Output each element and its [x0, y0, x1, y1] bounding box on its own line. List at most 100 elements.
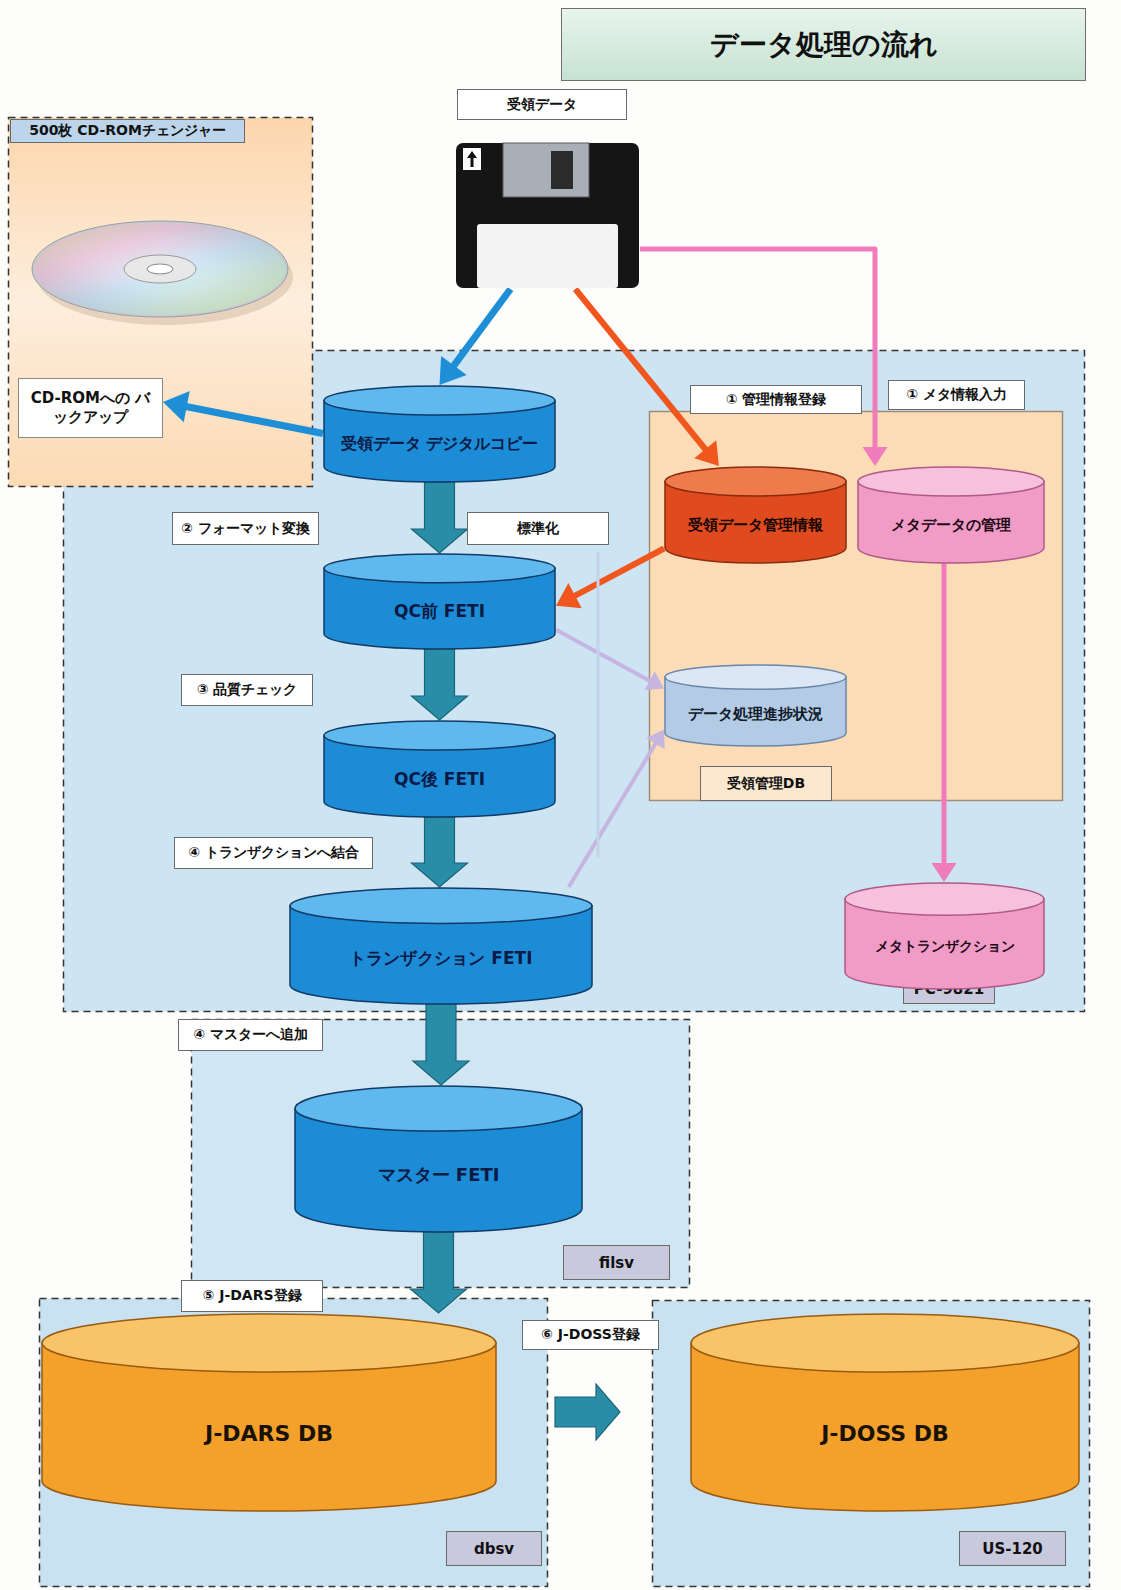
cylinder-shape	[857, 466, 1045, 563]
flow-arrow	[555, 1384, 620, 1440]
region-label: 500枚 CD-ROMチェンジャー	[10, 119, 245, 143]
step-label-text: ① 管理情報登録	[726, 391, 827, 409]
cylinder-label-area: メタデータの管理	[857, 497, 1045, 554]
step-label: ⑤ J-DARS登録	[181, 1280, 323, 1312]
cylinder-top	[295, 1086, 582, 1131]
region-box: filsv マスター FETI	[191, 1019, 690, 1288]
arrow-head	[646, 730, 664, 750]
database-cylinder: J-DARS DB	[41, 1313, 497, 1511]
database-name: マスター FETI	[378, 1163, 500, 1187]
cd-hub	[124, 255, 196, 283]
step-label: ③ 品質チェック	[181, 674, 313, 706]
block-arrow	[413, 1004, 469, 1085]
up-arrow-symbol	[467, 151, 477, 167]
disk-shutter	[503, 143, 589, 197]
arrow-head	[163, 391, 190, 422]
region-name: 500枚 CD-ROMチェンジャー	[29, 122, 226, 140]
region-box: 受領管理DB 受領データ管理情報 メタデータの管理データ処理進捗状況	[649, 411, 1063, 801]
region-panel	[9, 118, 313, 487]
region-panel	[40, 1299, 548, 1587]
connector-line	[569, 743, 656, 887]
flow-arrow	[413, 1004, 469, 1085]
floppy-icon	[455, 142, 640, 289]
flow-arrow	[411, 1232, 467, 1313]
step-label-text: ① メタ情報入力	[906, 386, 1007, 404]
region-label: US-120	[959, 1531, 1066, 1566]
step-label: ⑥ J-DOSS登録	[522, 1320, 659, 1350]
shutter-slot	[551, 151, 573, 189]
region-panel	[653, 1301, 1090, 1587]
database-name: QC前 FETI	[394, 600, 485, 623]
arrow-head	[863, 447, 888, 466]
cd-hole	[147, 264, 173, 274]
block-arrow	[411, 1232, 467, 1313]
cylinder-label-area: マスター FETI	[294, 1132, 583, 1218]
region-label: filsv	[563, 1245, 670, 1280]
flow-arrow	[640, 249, 888, 466]
flow-arrow	[569, 730, 665, 887]
region-label: 受領管理DB	[700, 766, 832, 801]
cylinder-shape	[289, 887, 593, 1004]
flow-arrow	[575, 289, 719, 466]
bracket-line	[597, 552, 600, 858]
region-panel	[650, 412, 1063, 801]
step-label-text: ③ 品質チェック	[197, 681, 298, 699]
step-label: ① 管理情報登録	[690, 385, 862, 414]
step-label-text: ② フォーマット変換	[181, 520, 310, 538]
cylinder-shape	[41, 1313, 497, 1511]
cylinder-label-area: QC後 FETI	[323, 751, 556, 808]
flow-arrow	[163, 391, 323, 433]
disk-body	[456, 143, 639, 288]
database-name: データ処理進捗状況	[688, 705, 823, 724]
cylinder-top	[858, 467, 1044, 496]
database-cylinder: データ処理進捗状況	[664, 664, 847, 746]
write-tab	[463, 148, 481, 170]
database-name: トランザクション FETI	[349, 947, 532, 970]
database-cylinder: マスター FETI	[294, 1085, 583, 1232]
cylinder-top	[324, 554, 555, 583]
arrow-head	[694, 440, 719, 466]
database-cylinder: 受領データ管理情報	[664, 466, 847, 563]
arrow-head	[932, 863, 957, 882]
database-cylinder: トランザクション FETI	[289, 887, 593, 1004]
cylinder-shape	[690, 1313, 1080, 1511]
cd-disc	[32, 221, 288, 317]
cylinder-label-area: J-DOSS DB	[690, 1373, 1080, 1493]
region-box: 500枚 CD-ROMチェンジャー CD-ROMへの バックアップ	[8, 117, 313, 487]
region-label: dbsv	[446, 1531, 542, 1566]
database-name: メタデータの管理	[891, 516, 1011, 535]
title-box: データ処理の流れ	[561, 8, 1086, 81]
database-cylinder: J-DOSS DB	[690, 1313, 1080, 1511]
block-arrow	[412, 649, 468, 720]
connector-line	[640, 249, 875, 448]
region-name: 受領管理DB	[727, 775, 805, 793]
region-panels	[9, 118, 1090, 1587]
flow-arrow	[440, 289, 511, 385]
cylinder-shape	[294, 1085, 583, 1232]
connector-line	[942, 563, 947, 864]
arrow-head	[440, 356, 467, 385]
region-name: dbsv	[474, 1540, 514, 1558]
flow-arrow	[412, 817, 468, 887]
connector-line	[556, 630, 651, 681]
flow-arrow	[556, 549, 664, 609]
cylinder-label-area: 受領データ管理情報	[664, 497, 847, 554]
cylinder-top	[42, 1314, 496, 1372]
cylinder-label-area: QC前 FETI	[323, 584, 556, 640]
cd-rom-illustration	[26, 209, 296, 331]
cylinder-shape	[323, 553, 556, 649]
cylinder-top	[665, 467, 846, 496]
region-name: US-120	[982, 1540, 1043, 1558]
data-label-box: 受領データ	[457, 89, 627, 120]
database-name: J-DOSS DB	[821, 1421, 949, 1446]
database-cylinder: 受領データ デジタルコピー	[323, 385, 556, 482]
flow-arrow	[932, 563, 957, 882]
connector-line	[574, 549, 664, 597]
box-text: CD-ROMへの バックアップ	[27, 389, 154, 428]
region-box: dbsv J-DARS DB	[39, 1298, 548, 1587]
region-name: filsv	[599, 1254, 634, 1272]
flow-arrow	[412, 649, 468, 720]
block-arrow	[412, 482, 468, 553]
database-cylinder: QC前 FETI	[323, 553, 556, 649]
process-box: CD-ROMへの バックアップ	[18, 378, 163, 438]
